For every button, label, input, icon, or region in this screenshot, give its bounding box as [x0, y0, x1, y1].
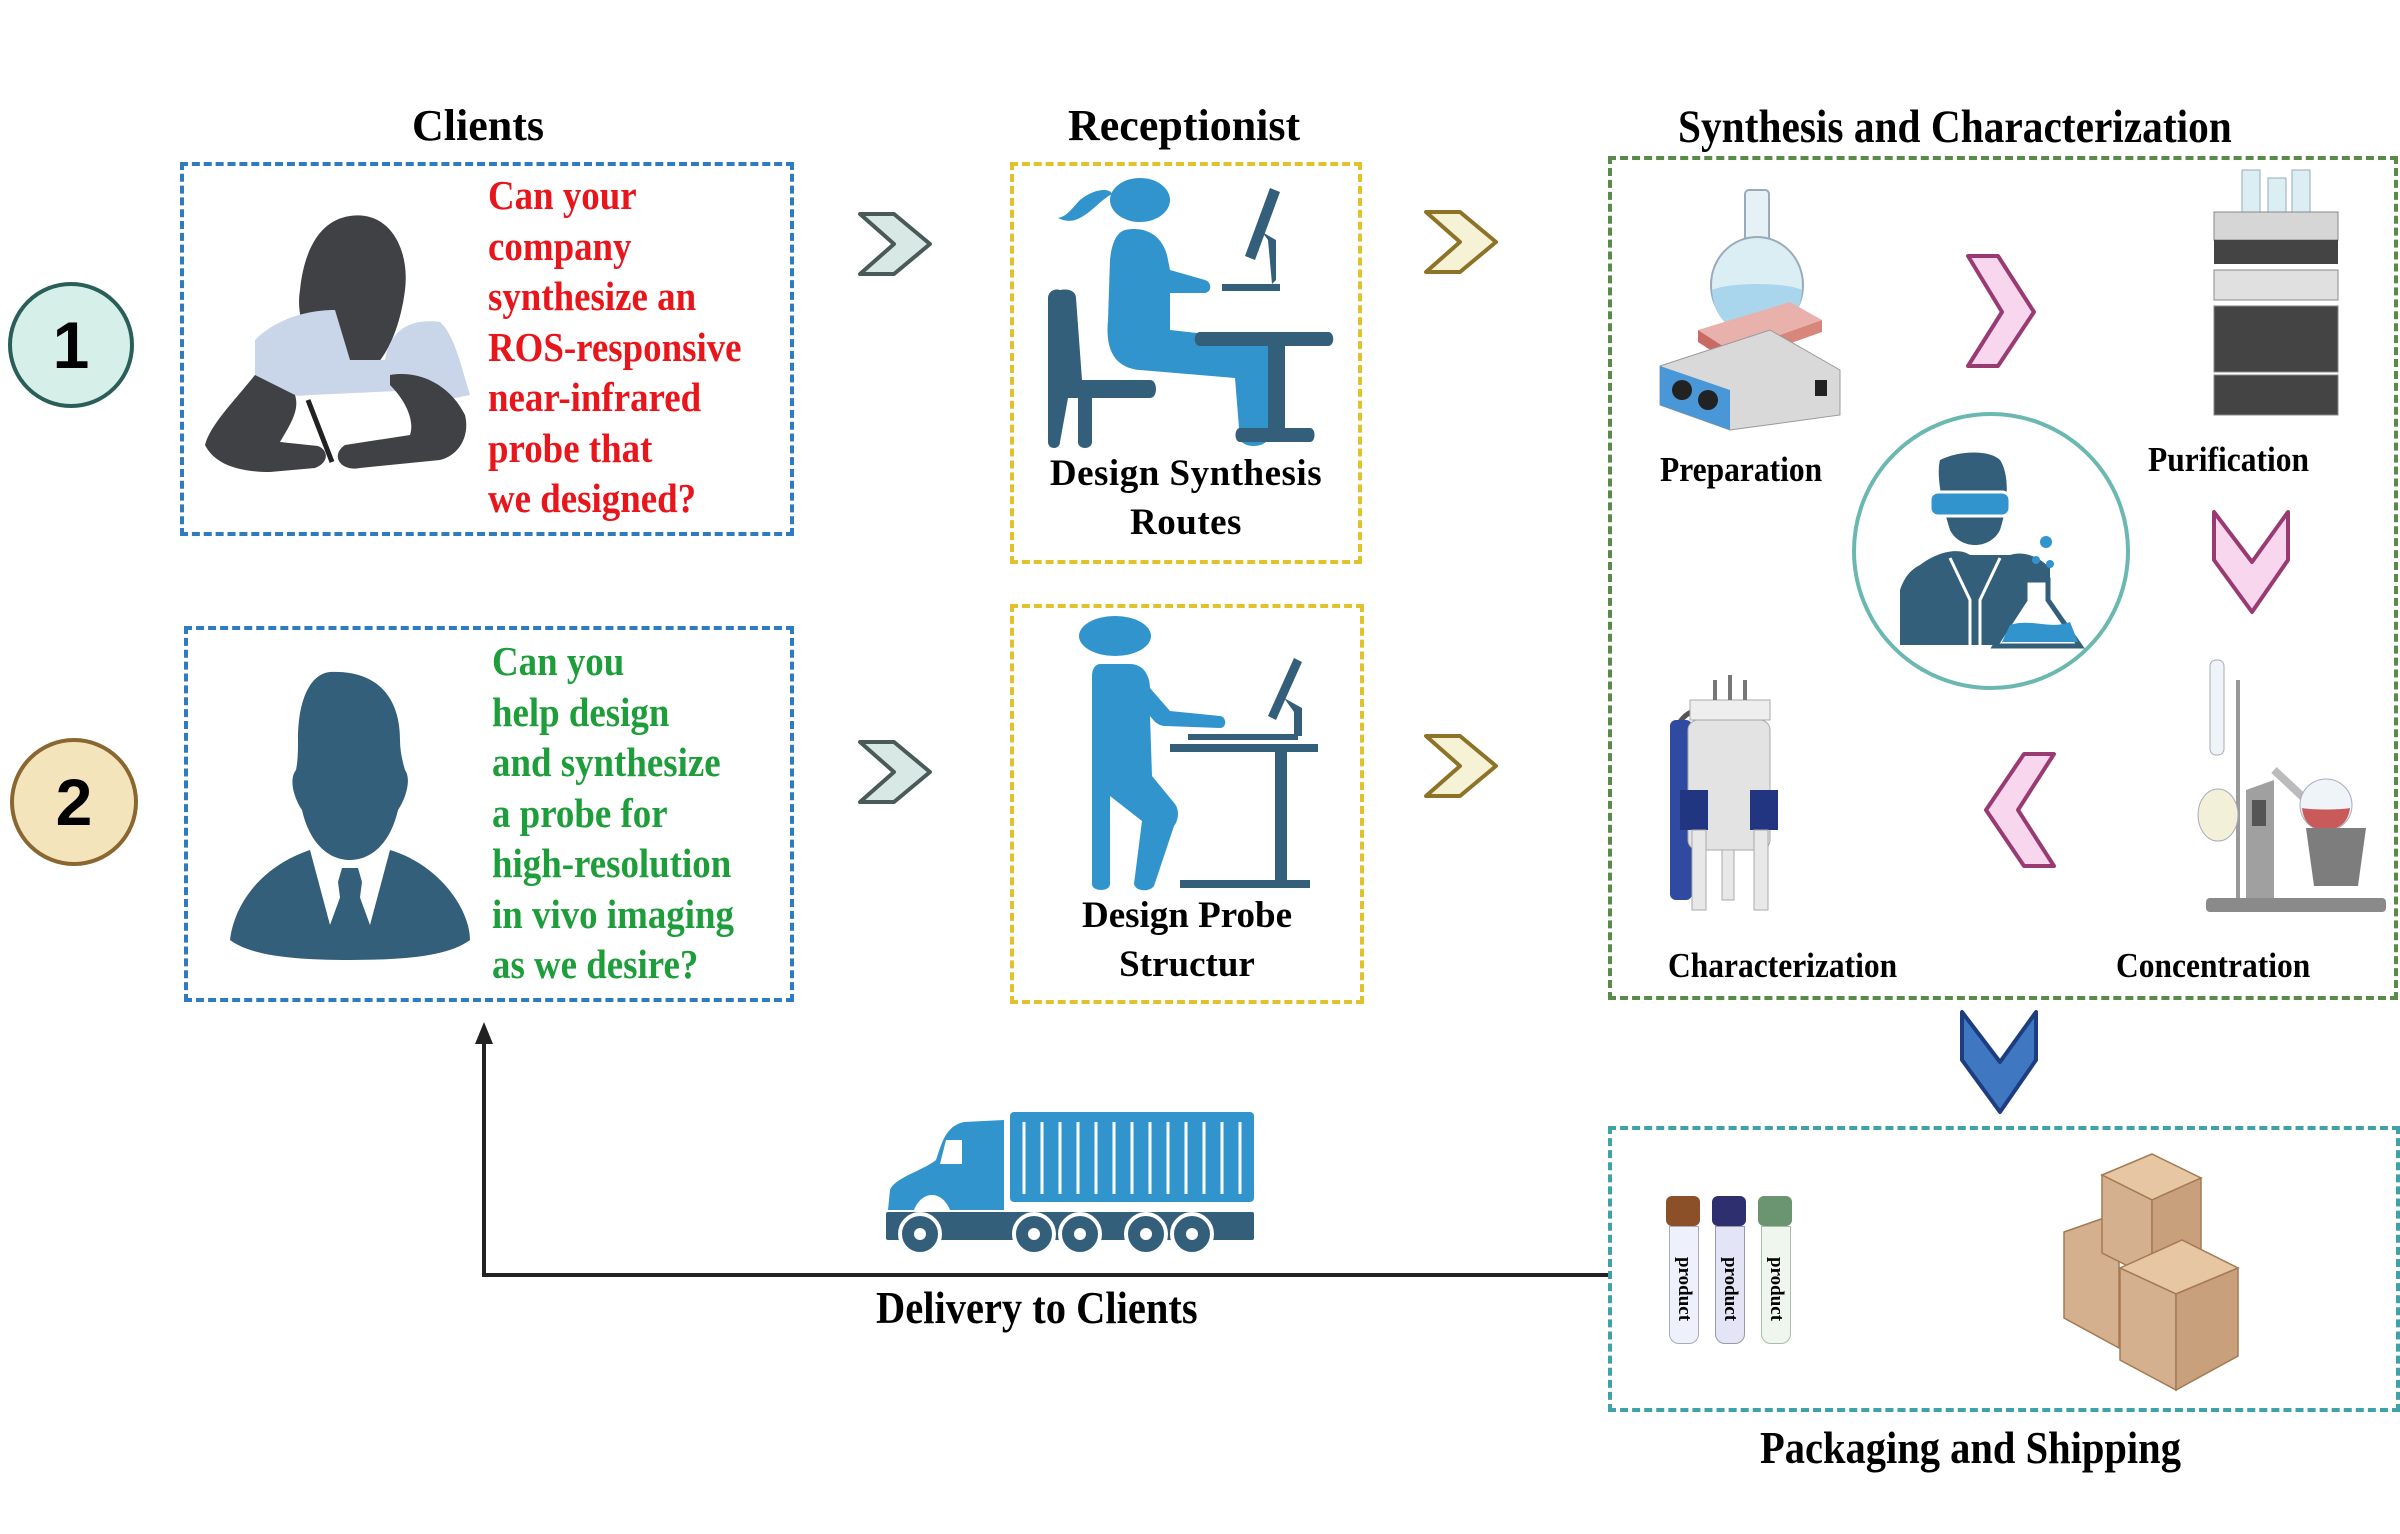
chevron-right-icon — [1424, 734, 1498, 798]
step-2-number: 2 — [55, 765, 93, 839]
receptionist-task-1-box — [1010, 162, 1362, 564]
hotplate-stirrer-flask-icon — [1659, 189, 1841, 431]
chevron-left-icon — [1984, 752, 2056, 868]
receptionist-task-2-label: Design Probe Structur — [1081, 895, 1292, 985]
clients-heading: Clients — [412, 101, 544, 150]
chevron-right-icon — [858, 740, 932, 804]
hplc-instrument-icon — [2213, 169, 2339, 416]
rotary-evaporator-icon — [2197, 659, 2386, 912]
cardboard-boxes-icon — [2063, 1153, 2240, 1392]
vial-3: product — [1758, 1196, 1792, 1344]
chevron-right-icon — [1966, 254, 2036, 368]
client-1-box — [180, 162, 794, 536]
chevron-right-icon — [1424, 210, 1498, 274]
businessman-icon — [230, 671, 470, 960]
step-1-number: 1 — [52, 308, 90, 382]
client-2-box — [184, 626, 794, 1002]
scientist-circle — [1852, 412, 2130, 690]
client-2-question: Can you help design and synthesize a pro… — [492, 638, 734, 987]
characterization-label: Characterization — [1668, 946, 1898, 985]
chevron-right-icon — [858, 212, 932, 276]
receptionist-heading: Receptionist — [1068, 101, 1301, 150]
packaging-title: Packaging and Shipping — [1760, 1423, 2181, 1473]
nmr-spectrometer-icon — [1670, 675, 1778, 911]
preparation-label: Preparation — [1660, 450, 1823, 489]
writing-person-icon — [205, 215, 470, 472]
receptionist-task-1-label: Design Synthesis Routes — [1049, 453, 1323, 543]
step-2-badge: 2 — [10, 738, 138, 866]
client-1-question: Can your company synthesize an ROS-respo… — [488, 172, 742, 521]
delivery-truck-icon — [886, 1112, 1254, 1256]
vial-2: product — [1712, 1196, 1746, 1344]
step-1-badge: 1 — [8, 282, 134, 408]
concentration-label: Concentration — [2116, 946, 2311, 985]
product-vials: product product product — [1666, 1196, 1866, 1346]
packaging-box — [1608, 1126, 2400, 1412]
vial-1: product — [1666, 1196, 1700, 1344]
scientist-with-flask-icon — [1900, 452, 2085, 649]
standing-worker-at-computer-icon — [1079, 616, 1318, 891]
synthesis-heading: Synthesis and Characterization — [1678, 101, 2232, 153]
delivery-label: Delivery to Clients — [876, 1283, 1198, 1333]
synthesis-characterization-box — [1608, 156, 2398, 1000]
purification-label: Purification — [2148, 440, 2309, 479]
chevron-down-icon — [2212, 510, 2290, 614]
receptionist-task-2-box — [1010, 604, 1364, 1004]
chevron-down-icon — [1960, 1010, 2038, 1114]
seated-worker-at-computer-icon — [1048, 178, 1334, 448]
